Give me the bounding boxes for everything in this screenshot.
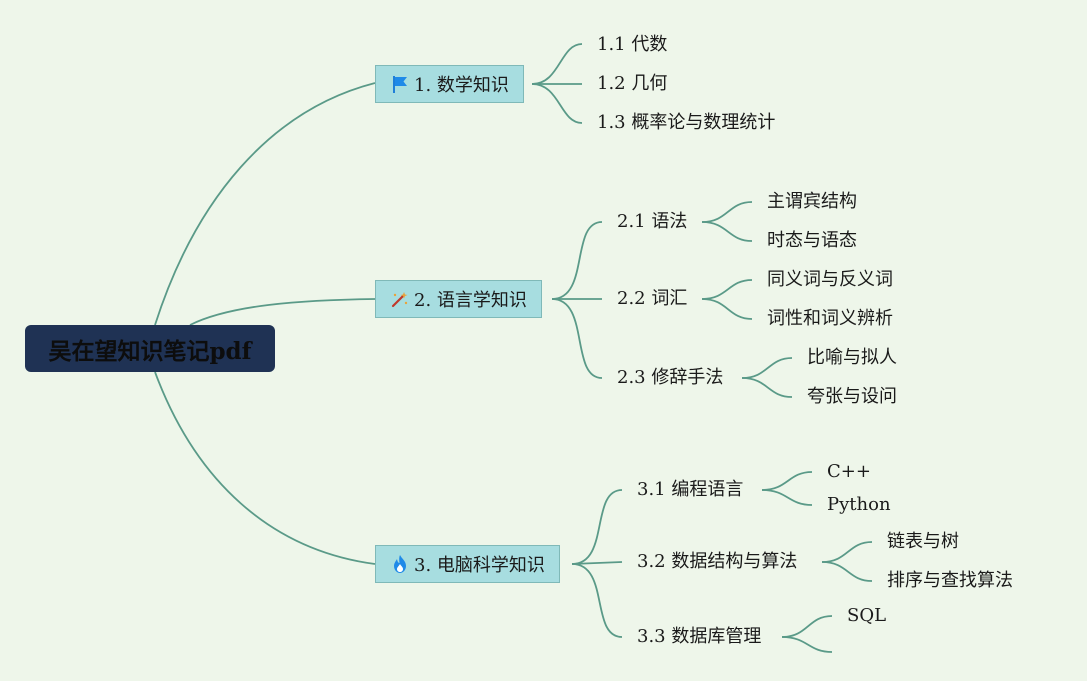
topic-2-3[interactable]: 2.3 修辞手法 bbox=[617, 367, 724, 388]
flag-icon bbox=[390, 74, 410, 94]
connector-math-1-1 bbox=[531, 43, 583, 85]
connector-lang-2-3-b bbox=[741, 377, 793, 398]
connector-lang-2-3 bbox=[551, 298, 603, 379]
root-title: 吴在望知识笔记pdf bbox=[48, 337, 252, 365]
connector-lang-2-2-a bbox=[701, 279, 753, 300]
magic-wand-icon bbox=[390, 289, 410, 309]
topic-3-3[interactable]: 3.3 数据库管理 bbox=[637, 626, 762, 647]
connector-lang-2-3-a bbox=[741, 357, 793, 379]
connector-cs-3-2-a bbox=[821, 541, 873, 563]
topic-2-2-b[interactable]: 词性和词义辨析 bbox=[767, 308, 893, 329]
branch-language-label: 2. 语言学知识 bbox=[414, 290, 527, 311]
branch-math-label: 1. 数学知识 bbox=[414, 75, 509, 96]
topic-3-2-b[interactable]: 排序与查找算法 bbox=[887, 570, 1013, 591]
connector-cs-3-3 bbox=[571, 563, 623, 638]
connector-math-1-3 bbox=[531, 83, 583, 124]
connector-cs-3-2-b bbox=[821, 561, 873, 582]
topic-3-3-a[interactable]: SQL bbox=[847, 605, 887, 626]
topic-2-1[interactable]: 2.1 语法 bbox=[617, 211, 688, 232]
connector-cs-3-2 bbox=[571, 561, 623, 565]
flame-icon bbox=[390, 554, 410, 574]
connector-lang-2-1 bbox=[551, 221, 603, 300]
topic-2-3-b[interactable]: 夸张与设问 bbox=[807, 386, 897, 407]
connector-cs-3-3-b bbox=[781, 636, 833, 653]
branch-cs-label: 3. 电脑科学知识 bbox=[414, 555, 545, 576]
topic-1-2[interactable]: 1.2 几何 bbox=[597, 73, 668, 94]
connector-root-math bbox=[154, 82, 376, 326]
connector-root-language bbox=[189, 298, 376, 326]
connector-root-cs bbox=[154, 371, 376, 565]
connector-cs-3-1-b bbox=[761, 489, 813, 506]
connector-cs-3-3-a bbox=[781, 615, 833, 638]
branch-language[interactable]: 2. 语言学知识 bbox=[375, 280, 542, 318]
branch-cs[interactable]: 3. 电脑科学知识 bbox=[375, 545, 560, 583]
topic-2-1-b[interactable]: 时态与语态 bbox=[767, 230, 857, 251]
connector-cs-3-1-a bbox=[761, 471, 813, 491]
connector-cs-3-1 bbox=[571, 489, 623, 565]
topic-2-1-a[interactable]: 主谓宾结构 bbox=[767, 191, 857, 212]
connector-lang-2-2-b bbox=[701, 298, 753, 320]
topic-3-2[interactable]: 3.2 数据结构与算法 bbox=[637, 551, 798, 572]
topic-2-2-a[interactable]: 同义词与反义词 bbox=[767, 269, 893, 290]
topic-1-1[interactable]: 1.1 代数 bbox=[597, 34, 668, 55]
topic-2-2[interactable]: 2.2 词汇 bbox=[617, 288, 688, 309]
topic-2-3-a[interactable]: 比喻与拟人 bbox=[807, 347, 897, 368]
root-node[interactable]: 吴在望知识笔记pdf bbox=[25, 325, 275, 372]
branch-math[interactable]: 1. 数学知识 bbox=[375, 65, 524, 103]
connector-lang-2-1-b bbox=[701, 221, 753, 242]
topic-3-2-a[interactable]: 链表与树 bbox=[887, 531, 959, 552]
topic-3-1-b[interactable]: Python bbox=[827, 494, 891, 515]
topic-3-1-a[interactable]: C++ bbox=[827, 461, 871, 482]
connector-lang-2-1-a bbox=[701, 201, 753, 223]
topic-1-3[interactable]: 1.3 概率论与数理统计 bbox=[597, 112, 776, 133]
topic-3-1[interactable]: 3.1 编程语言 bbox=[637, 479, 744, 500]
